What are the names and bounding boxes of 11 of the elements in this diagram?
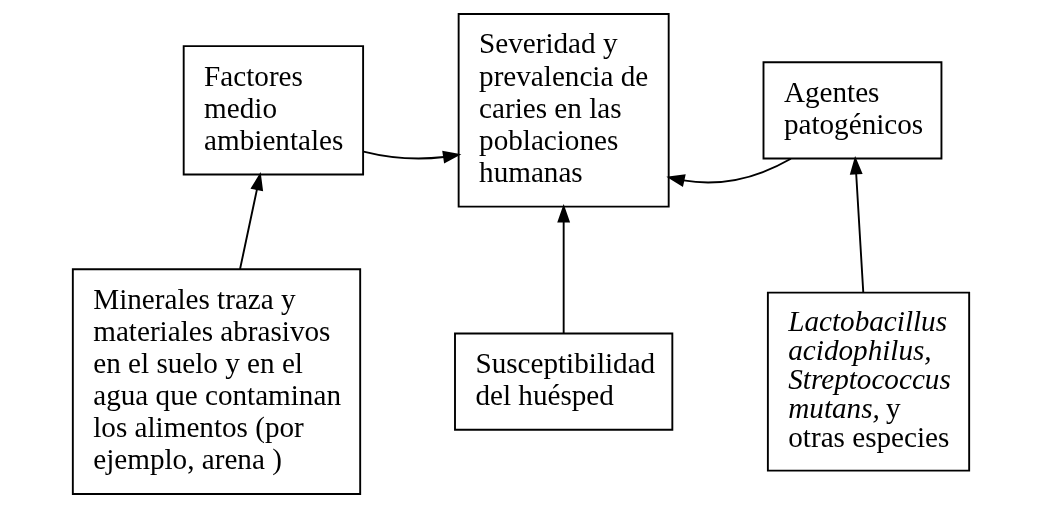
arrow <box>849 155 865 294</box>
arrow <box>362 150 462 164</box>
arrow <box>239 172 264 270</box>
node-box: Lactobacillus acidophilus, Streptococcus mutans, y otras especies <box>766 291 971 472</box>
node-box: Factores medio ambientales <box>182 45 365 176</box>
node-box: Severidad y prevalencia de caries en las poblaciones humanas <box>457 13 670 208</box>
arrow <box>557 204 571 335</box>
arrow <box>666 157 792 187</box>
node-box: Agentes patogénicos <box>762 61 943 160</box>
node-box: Susceptibilidad del huésped <box>454 332 674 431</box>
node-box: Minerales traza y materiales abrasivos en el suelo y en el agua que contaminan los alimentos (por ejemplo, arena ) <box>71 268 362 495</box>
